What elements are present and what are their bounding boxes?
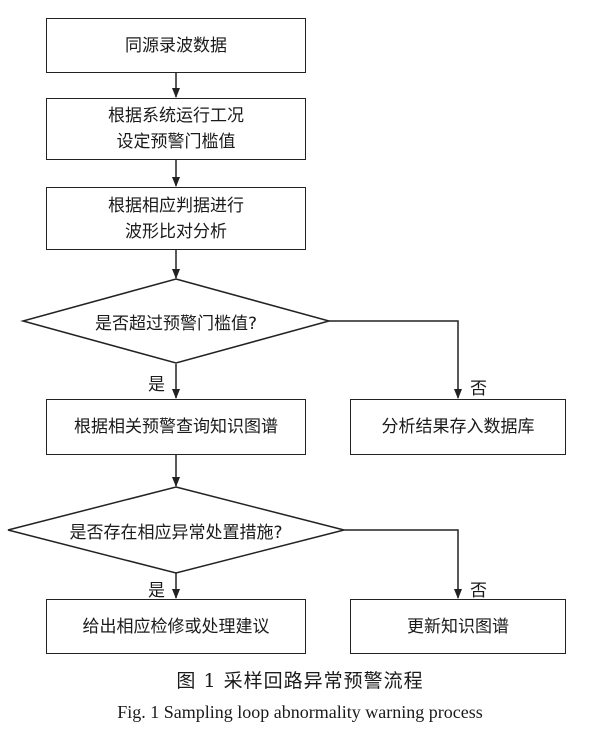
- step-query-knowledge-graph: 根据相关预警查询知识图谱: [46, 399, 306, 455]
- decision-exceed-threshold-shape: [20, 278, 332, 364]
- label-no-1: 否: [470, 379, 487, 399]
- step-give-advice: 给出相应检修或处理建议: [46, 599, 306, 654]
- figure-caption-chinese: 图 1 采样回路异常预警流程: [176, 670, 424, 692]
- label-yes-2: 是: [148, 581, 165, 601]
- decision-exceed-threshold-label: 是否超过预警门槛值?: [94, 313, 258, 334]
- step-source-data: 同源录波数据: [46, 18, 306, 73]
- step-store-database: 分析结果存入数据库: [350, 399, 566, 455]
- arrow-decision1-no: [329, 320, 462, 399]
- decision-measures-exist-label: 是否存在相应异常处置措施?: [69, 522, 283, 543]
- decision-measures-exist-shape: [7, 486, 345, 574]
- figure-caption-english: Fig. 1 Sampling loop abnormality warning…: [117, 702, 483, 722]
- step-set-threshold: 根据系统运行工况 设定预警门槛值: [46, 98, 306, 160]
- label-yes-1: 是: [148, 375, 165, 395]
- step-waveform-compare: 根据相应判据进行 波形比对分析: [46, 187, 306, 250]
- arrow-decision2-no: [344, 529, 462, 599]
- step-update-knowledge-graph: 更新知识图谱: [350, 599, 566, 654]
- label-no-2: 否: [470, 581, 487, 601]
